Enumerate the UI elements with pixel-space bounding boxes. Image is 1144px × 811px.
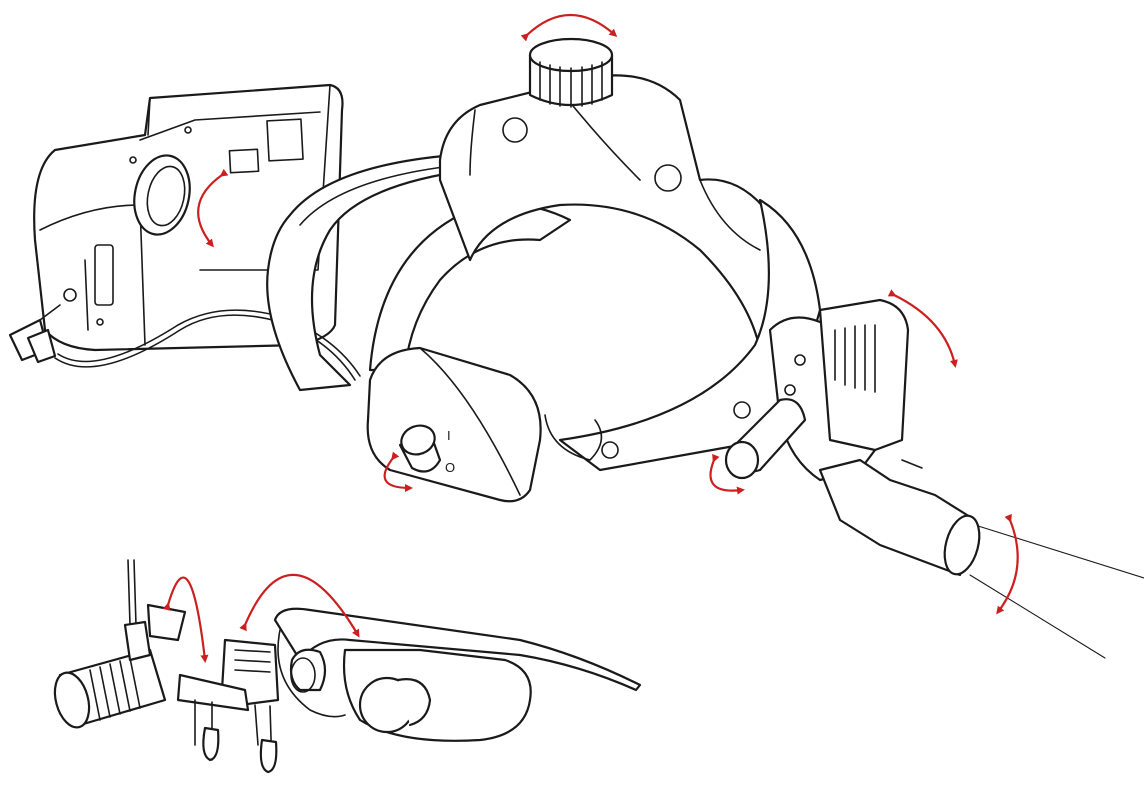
- arrow-headlight-knob: [709, 453, 745, 495]
- power-on-label: I: [447, 428, 451, 443]
- rotation-arrows: [162, 14, 1019, 663]
- battery-pack: [33, 83, 344, 352]
- arrow-clip-light: [162, 576, 209, 663]
- loupe-mount: [176, 638, 280, 774]
- front-band: [366, 346, 542, 503]
- arrow-headlight-tilt: [887, 289, 958, 368]
- arrow-battery-lens: [197, 168, 229, 248]
- clip-on-light: [53, 559, 187, 729]
- power-off-label: O: [445, 460, 455, 475]
- arrow-loupe-flip: [239, 573, 360, 638]
- arrow-beam-angle: [996, 513, 1019, 615]
- battery-cable: [8, 304, 361, 381]
- top-adjustment-knob: [528, 37, 614, 108]
- headband: [266, 74, 822, 472]
- arrow-top-knob: [520, 14, 618, 42]
- light-beam: [969, 524, 1144, 659]
- headlight-module: [724, 298, 981, 577]
- loupe-glasses: [273, 607, 642, 742]
- arrow-power-dial: [383, 451, 413, 492]
